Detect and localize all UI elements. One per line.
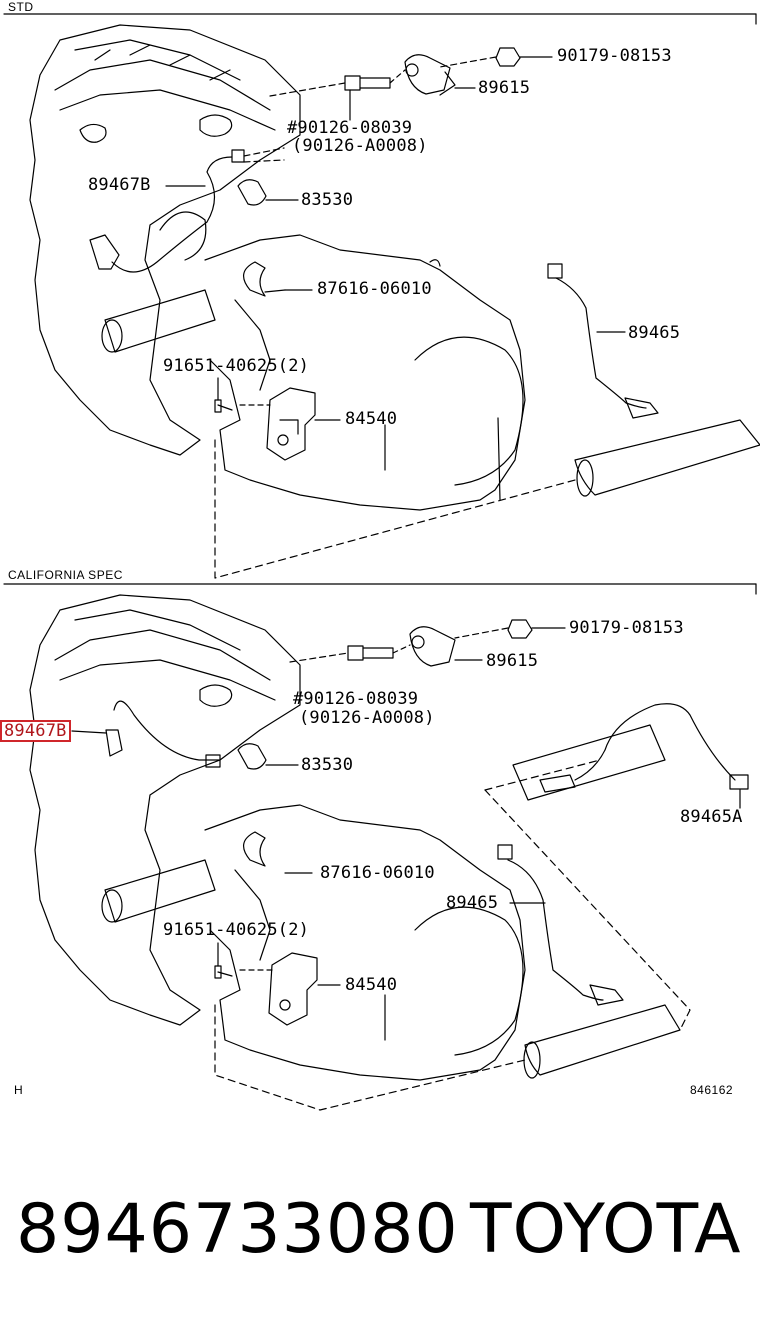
ca-label-89465[interactable]: 89465 xyxy=(446,893,499,913)
ca-bolt-91651-drawing xyxy=(214,942,273,979)
std-label-83530[interactable]: 83530 xyxy=(301,190,354,210)
ca-nut-90179-drawing xyxy=(454,619,566,639)
part-number: 8946733080 xyxy=(16,1190,459,1269)
std-sensor-89615-drawing xyxy=(404,54,476,96)
ca-switch-84540-drawing xyxy=(268,952,341,1026)
std-label-89467b[interactable]: 89467B xyxy=(88,175,151,195)
std-sensor-89467b-drawing xyxy=(89,147,285,273)
ca-label-89465a[interactable]: 89465A xyxy=(680,807,743,827)
brand-name: TOYOTA xyxy=(470,1190,742,1269)
ca-sensor-89465a-drawing xyxy=(484,703,749,809)
std-label-90126[interactable]: #90126-08039 xyxy=(287,118,413,138)
std-bolt-90126-drawing xyxy=(269,69,406,121)
std-label-87616[interactable]: 87616-06010 xyxy=(317,279,432,299)
std-section-title: STD xyxy=(8,0,34,14)
std-dash-connector xyxy=(214,439,576,579)
diagram-code-left: H xyxy=(14,1083,24,1097)
std-label-89465[interactable]: 89465 xyxy=(628,323,681,343)
ca-label-87616[interactable]: 87616-06010 xyxy=(320,863,435,883)
ca-sensor-89615-drawing xyxy=(409,626,483,667)
std-nut-90179-drawing xyxy=(439,47,553,68)
california-section-title: CALIFORNIA SPEC xyxy=(8,568,123,582)
ca-engine-drawing xyxy=(29,594,526,1081)
std-bolt-91651-drawing xyxy=(214,377,271,413)
ca-switch-83530-drawing xyxy=(237,743,299,770)
diagram-code-right: 846162 xyxy=(690,1083,734,1097)
std-label-84540[interactable]: 84540 xyxy=(345,409,398,429)
california-section-frame xyxy=(3,583,757,595)
ca-label-89615[interactable]: 89615 xyxy=(486,651,539,671)
std-engine-drawing xyxy=(29,24,526,511)
std-switch-84540-drawing xyxy=(266,387,341,461)
std-label-90126-alt[interactable]: (90126-A0008) xyxy=(292,136,428,156)
std-switch-83530-drawing xyxy=(237,179,299,206)
std-label-89615[interactable]: 89615 xyxy=(478,78,531,98)
ca-label-90179[interactable]: 90179-08153 xyxy=(569,618,684,638)
ca-label-91651[interactable]: 91651-40625(2) xyxy=(163,920,310,940)
ca-bolt-90126-drawing xyxy=(289,644,411,663)
ca-label-89467b-highlighted[interactable]: 89467B xyxy=(0,720,71,742)
ca-label-84540[interactable]: 84540 xyxy=(345,975,398,995)
ca-label-90126-alt[interactable]: (90126-A0008) xyxy=(299,708,435,728)
ca-label-90126[interactable]: #90126-08039 xyxy=(293,689,419,709)
std-sensor-89465-drawing xyxy=(547,263,760,497)
ca-dash-connector xyxy=(214,1004,526,1111)
ca-label-83530[interactable]: 83530 xyxy=(301,755,354,775)
std-label-91651[interactable]: 91651-40625(2) xyxy=(163,356,310,376)
ca-sensor-89467b-drawing xyxy=(71,700,221,768)
std-label-90179[interactable]: 90179-08153 xyxy=(557,46,672,66)
std-clamp-87616-drawing xyxy=(243,261,313,297)
ca-clamp-87616-drawing xyxy=(243,831,313,874)
std-section-frame xyxy=(3,13,757,25)
